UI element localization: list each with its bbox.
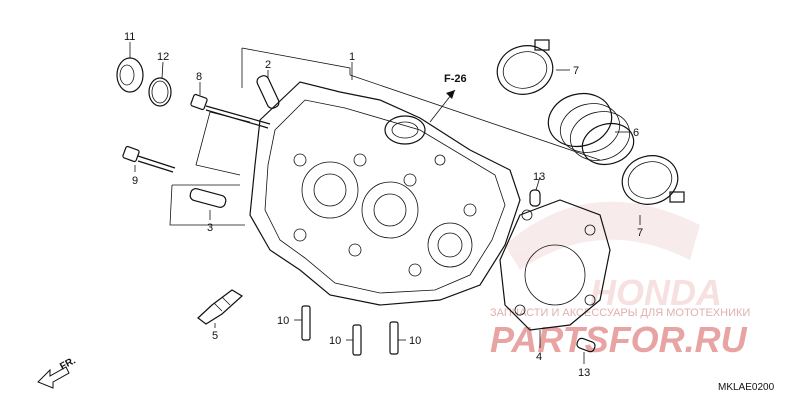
bolt-part-8 <box>190 93 271 129</box>
callout-12: 12 <box>157 51 169 63</box>
watermark-tagline: ЗАПЧАСТИ И АКСЕССУАРЫ ДЛЯ МОТОТЕХНИКИ <box>490 307 750 319</box>
callout-10-b: 10 <box>329 335 341 347</box>
leader-lines <box>129 42 641 364</box>
callout-1: 1 <box>349 51 355 63</box>
watermark-site: PARTSFOR.RU <box>490 319 748 360</box>
callout-8: 8 <box>196 71 202 83</box>
cylinder-head <box>249 81 521 306</box>
reference-f26: F-26 <box>444 73 467 85</box>
dowel-part-13-lower <box>576 337 596 353</box>
watermark-brand: HONDA <box>590 272 722 313</box>
bolt-part-9 <box>122 145 176 173</box>
stud-part-10-c <box>389 321 399 355</box>
insulator-part-6 <box>547 92 635 166</box>
callout-7-upper: 7 <box>573 65 579 77</box>
clamp-part-7-upper <box>496 39 554 95</box>
callout-2: 2 <box>265 59 271 71</box>
callout-6: 6 <box>633 127 639 139</box>
callout-11: 11 <box>124 31 135 43</box>
front-direction-arrow: FR. <box>37 355 78 389</box>
diagram-code: MKLAE0200 <box>718 382 775 393</box>
spark-plug-part-5 <box>197 289 244 325</box>
reference-arrow <box>429 89 456 123</box>
callout-4: 4 <box>536 351 542 363</box>
gasket-part-4 <box>499 199 611 331</box>
callout-10-a: 10 <box>277 315 289 327</box>
dowel-part-13-upper <box>529 189 541 207</box>
callout-13-upper: 13 <box>533 171 545 183</box>
stud-part-10-a <box>301 305 311 341</box>
honda-watermark: HONDA <box>505 201 722 313</box>
callout-9: 9 <box>132 175 138 187</box>
callout-5: 5 <box>212 330 218 342</box>
plug-part-11 <box>116 57 144 93</box>
dowel-part-3 <box>189 188 227 208</box>
callout-7-lower: 7 <box>637 227 643 239</box>
callout-10-c: 10 <box>409 335 421 347</box>
callout-13-lower: 13 <box>578 367 590 379</box>
o-ring-part-12 <box>148 77 172 107</box>
dowel-part-2 <box>256 75 280 109</box>
stud-part-10-b <box>352 324 362 356</box>
clamp-part-7-lower <box>621 155 685 205</box>
front-direction-label: FR. <box>58 355 78 372</box>
assembly-lines <box>169 47 601 226</box>
callout-3: 3 <box>207 222 213 234</box>
